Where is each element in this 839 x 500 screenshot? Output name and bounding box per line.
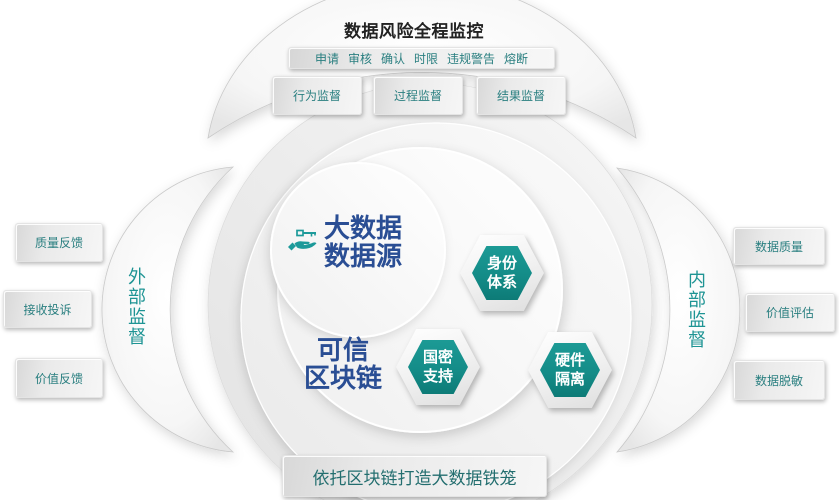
box-label: 行为监督 — [292, 89, 341, 103]
tag-confirm: 确认 — [380, 51, 405, 66]
internal-supervision-label: 内部监督 — [685, 270, 706, 350]
tag-violation-warning: 违规警告 — [447, 51, 496, 66]
box-label: 结果监督 — [496, 89, 545, 103]
external-supervision-label: 外部监督 — [125, 267, 146, 347]
hexagon-label: 硬件 — [554, 351, 585, 369]
tag-circuit-break: 熔断 — [504, 51, 529, 66]
national-crypto-hexagon: 国密 支持 — [396, 329, 480, 405]
title-line: 数据源 — [324, 242, 403, 272]
hexagon-badge: 身份 体系 — [472, 246, 532, 300]
receive-complaints-box: 接收投诉 — [3, 290, 92, 328]
title-line: 可信 — [316, 336, 369, 366]
hexagon-label: 国密 — [422, 348, 453, 366]
footer-banner: 依托区块链打造大数据铁笼 — [282, 455, 547, 497]
hexagon-label: 体系 — [486, 273, 517, 291]
result-supervision-box: 结果监督 — [476, 76, 566, 115]
hexagon-badge: 国密 支持 — [408, 340, 468, 394]
hexagon-frame: 硬件 隔离 — [528, 332, 612, 408]
identity-system-hexagon: 身份 体系 — [460, 235, 544, 311]
process-supervision-box: 过程监督 — [373, 76, 463, 115]
data-quality-box: 数据质量 — [733, 227, 825, 265]
box-label: 数据质量 — [754, 239, 803, 254]
hardware-isolation-hexagon: 硬件 隔离 — [528, 332, 612, 408]
hand-key-icon — [288, 229, 317, 251]
hexagon-frame: 身份 体系 — [460, 235, 544, 311]
data-source-circle — [270, 162, 446, 338]
hexagon-label: 身份 — [486, 254, 517, 272]
data-masking-box: 数据脱敏 — [733, 360, 825, 400]
quality-feedback-box: 质量反馈 — [15, 223, 103, 262]
box-label: 过程监督 — [393, 89, 442, 103]
tag-time-limit: 时限 — [414, 51, 439, 66]
hexagon-frame: 国密 支持 — [396, 329, 480, 405]
box-label: 接收投诉 — [23, 302, 72, 317]
hexagon-badge: 硬件 隔离 — [540, 343, 600, 397]
top-crescent — [207, 0, 637, 139]
hexagon-label: 支持 — [422, 367, 453, 385]
box-label: 数据脱敏 — [754, 373, 803, 388]
box-label: 质量反馈 — [34, 236, 83, 250]
value-assessment-box: 价值评估 — [745, 293, 835, 332]
diagram-title: 数据风险全程监控 — [344, 22, 484, 42]
title-line: 区块链 — [303, 364, 382, 394]
tag-apply: 申请 — [314, 51, 339, 66]
box-label: 价值反馈 — [34, 371, 83, 386]
title-line: 大数据 — [324, 214, 403, 244]
big-data-source-title: 大数据 数据源 — [324, 215, 402, 271]
value-feedback-box: 价值反馈 — [15, 358, 103, 398]
trusted-blockchain-title: 可信 区块链 — [300, 337, 386, 393]
process-tag-bar: 申请 审核 确认 时限 违规警告 熔断 — [288, 47, 555, 69]
behavior-supervision-box: 行为监督 — [272, 76, 362, 115]
right-crescent — [615, 167, 741, 453]
tag-review: 审核 — [347, 51, 372, 66]
footer-text: 依托区块链打造大数据铁笼 — [312, 468, 517, 489]
hexagon-label: 隔离 — [554, 370, 585, 388]
left-crescent — [101, 166, 235, 453]
box-label: 价值评估 — [765, 306, 814, 320]
